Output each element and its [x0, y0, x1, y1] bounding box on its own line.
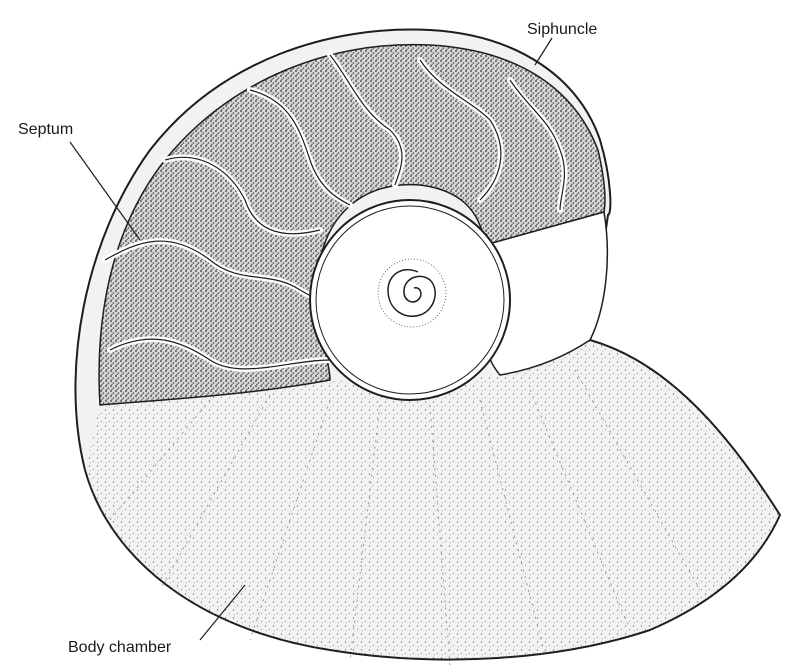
septum-label: Septum: [18, 122, 73, 138]
inner-whorl: [310, 200, 510, 400]
siphuncle-label: Siphuncle: [527, 22, 597, 38]
body-chamber-label: Body chamber: [68, 640, 171, 656]
siphuncle-leader: [535, 38, 552, 65]
